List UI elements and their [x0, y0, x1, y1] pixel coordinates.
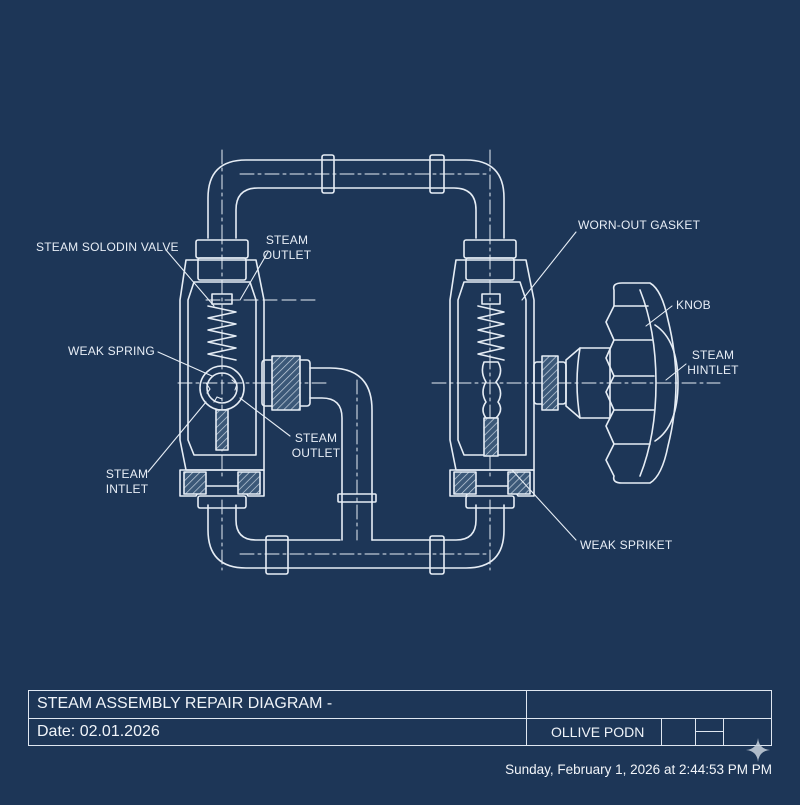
- drawing-date: Date: 02.01.2026: [37, 723, 160, 740]
- title-block-col-divider-1: [526, 691, 527, 745]
- title-block-col-divider-2: [661, 718, 662, 745]
- label-steam-outlet-top: STEAM OUTLET: [262, 233, 312, 263]
- title-block-col-divider-4: [723, 718, 724, 745]
- title-block-inner-divider: [695, 731, 723, 732]
- label-steam-hintlet: STEAM HINTLET: [684, 348, 742, 378]
- label-line: INTLET: [105, 482, 149, 496]
- label-steam-outlet-mid: STEAM OUTLET: [286, 431, 346, 461]
- drawing-title: STEAM ASSEMBLY REPAIR DIAGRAM -: [37, 695, 333, 712]
- label-weak-spring: WEAK SPRING: [68, 344, 155, 358]
- label-steam-solenoid-valve: STEAM SOLODIN VALVE: [36, 240, 179, 254]
- label-knob: KNOB: [676, 298, 711, 312]
- label-line: STEAM: [265, 233, 309, 247]
- leader-lines: [147, 231, 687, 541]
- label-line: HINTLET: [687, 363, 739, 377]
- knob-assembly: [533, 282, 679, 484]
- top-pipe: [207, 149, 505, 241]
- label-weak-spriket: WEAK SPRIKET: [580, 538, 673, 552]
- right-valve: [431, 229, 721, 509]
- timestamp: Sunday, February 1, 2026 at 2:44:53 PM P…: [505, 762, 772, 777]
- bottom-pipe: [207, 499, 505, 575]
- label-line: STEAM: [691, 348, 735, 362]
- title-block-row-divider: [29, 718, 771, 719]
- title-block: STEAM ASSEMBLY REPAIR DIAGRAM - Date: 02…: [28, 690, 772, 746]
- label-line: OUTLET: [262, 248, 312, 262]
- label-line: STEAM: [294, 431, 338, 445]
- label-worn-out-gasket: WORN-OUT GASKET: [578, 218, 701, 232]
- middle-pipe: [261, 355, 377, 541]
- drawing-author: OLLIVE PODN: [551, 724, 645, 740]
- label-steam-inlet: STEAM INTLET: [100, 467, 154, 497]
- sparkle-icon: [746, 738, 770, 762]
- label-line: OUTLET: [291, 446, 341, 460]
- label-line: STEAM: [105, 467, 149, 481]
- left-valve: [177, 229, 317, 509]
